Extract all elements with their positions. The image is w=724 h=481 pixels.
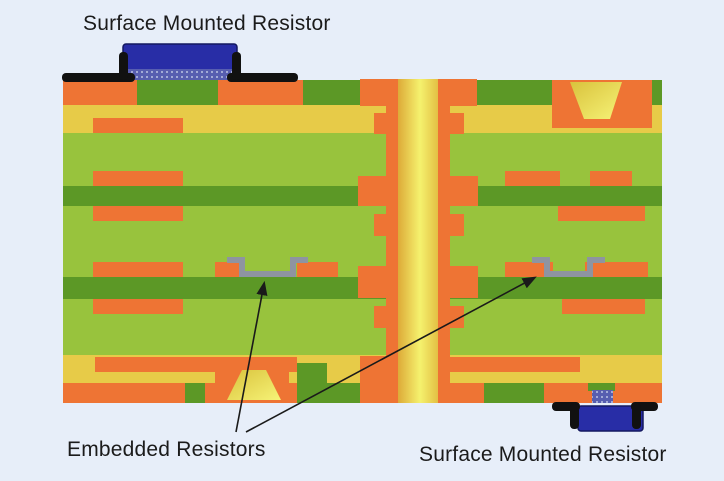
bottom-layer-gap	[185, 383, 205, 403]
solder-joint	[592, 390, 613, 403]
top-layer-gap	[137, 80, 218, 105]
via-pad	[450, 176, 478, 206]
embedded-resistor-left	[215, 257, 338, 277]
microvia-top	[552, 80, 652, 128]
microvia-bottom	[207, 370, 297, 403]
copper-trace	[93, 262, 183, 277]
via-pad	[450, 113, 464, 134]
microvia-cone	[227, 370, 281, 400]
arrow-to-right-embedded-resistor	[245, 276, 537, 433]
terminal-cap	[119, 52, 128, 80]
via-pad	[358, 176, 386, 206]
embedded-resistor-right	[505, 257, 648, 277]
copper-traces	[93, 118, 645, 372]
microvia-notch	[207, 372, 215, 383]
copper-trace	[93, 118, 183, 133]
via-plated-hole	[398, 79, 438, 403]
resistor-film	[532, 257, 605, 277]
via-pad	[358, 266, 386, 298]
via-pad	[360, 79, 386, 106]
resistor-pad	[585, 262, 648, 277]
resistor-pad	[215, 262, 245, 277]
microvia-cone	[570, 82, 622, 119]
copper-trace	[450, 357, 580, 372]
top-layer-gap	[477, 80, 552, 105]
copper-trace	[93, 206, 183, 221]
resistor-body	[122, 43, 238, 74]
microvia-notch	[289, 372, 297, 383]
terminal-pad	[62, 73, 135, 82]
via-pad	[450, 214, 464, 236]
via-pad	[450, 79, 477, 106]
copper-trace	[562, 299, 645, 314]
top-layer-gaps	[137, 80, 662, 105]
arrow-to-left-embedded-resistor	[235, 280, 268, 433]
copper-trace	[590, 171, 632, 186]
label-surface-mounted-resistor-bottom: Surface Mounted Resistor	[419, 443, 667, 466]
bottom-layer-gap	[327, 383, 360, 403]
bottom-copper-layer	[63, 383, 662, 403]
via-pad	[374, 306, 386, 328]
smt-resistor-bottom	[552, 383, 658, 432]
resistor-pad	[505, 262, 553, 277]
via-pad	[450, 266, 478, 298]
copper-trace	[93, 299, 183, 314]
top-layer-gap	[303, 80, 362, 105]
bottom-layer-gap	[484, 383, 544, 403]
copper-trace	[93, 171, 183, 186]
via-pad	[450, 306, 464, 328]
terminal-cap	[232, 52, 241, 80]
copper-trace	[505, 171, 560, 186]
copper-trace	[558, 206, 645, 221]
label-embedded-resistors: Embedded Resistors	[67, 438, 266, 461]
terminal-cap	[632, 404, 641, 429]
label-surface-mounted-resistor-top: Surface Mounted Resistor	[83, 12, 331, 35]
solder-joint	[128, 69, 233, 80]
terminal-cap	[570, 404, 579, 429]
copper-trace	[95, 357, 297, 372]
terminal-pad	[227, 73, 298, 82]
smt-resistor-top	[62, 43, 298, 82]
annotation-arrows	[235, 276, 537, 433]
via-pad	[374, 113, 386, 134]
top-layer-gap	[650, 80, 662, 105]
via-pad	[374, 214, 386, 236]
bottom-layer-gap	[588, 383, 615, 391]
resistor-film	[227, 257, 308, 277]
resistor-pad	[297, 262, 338, 277]
